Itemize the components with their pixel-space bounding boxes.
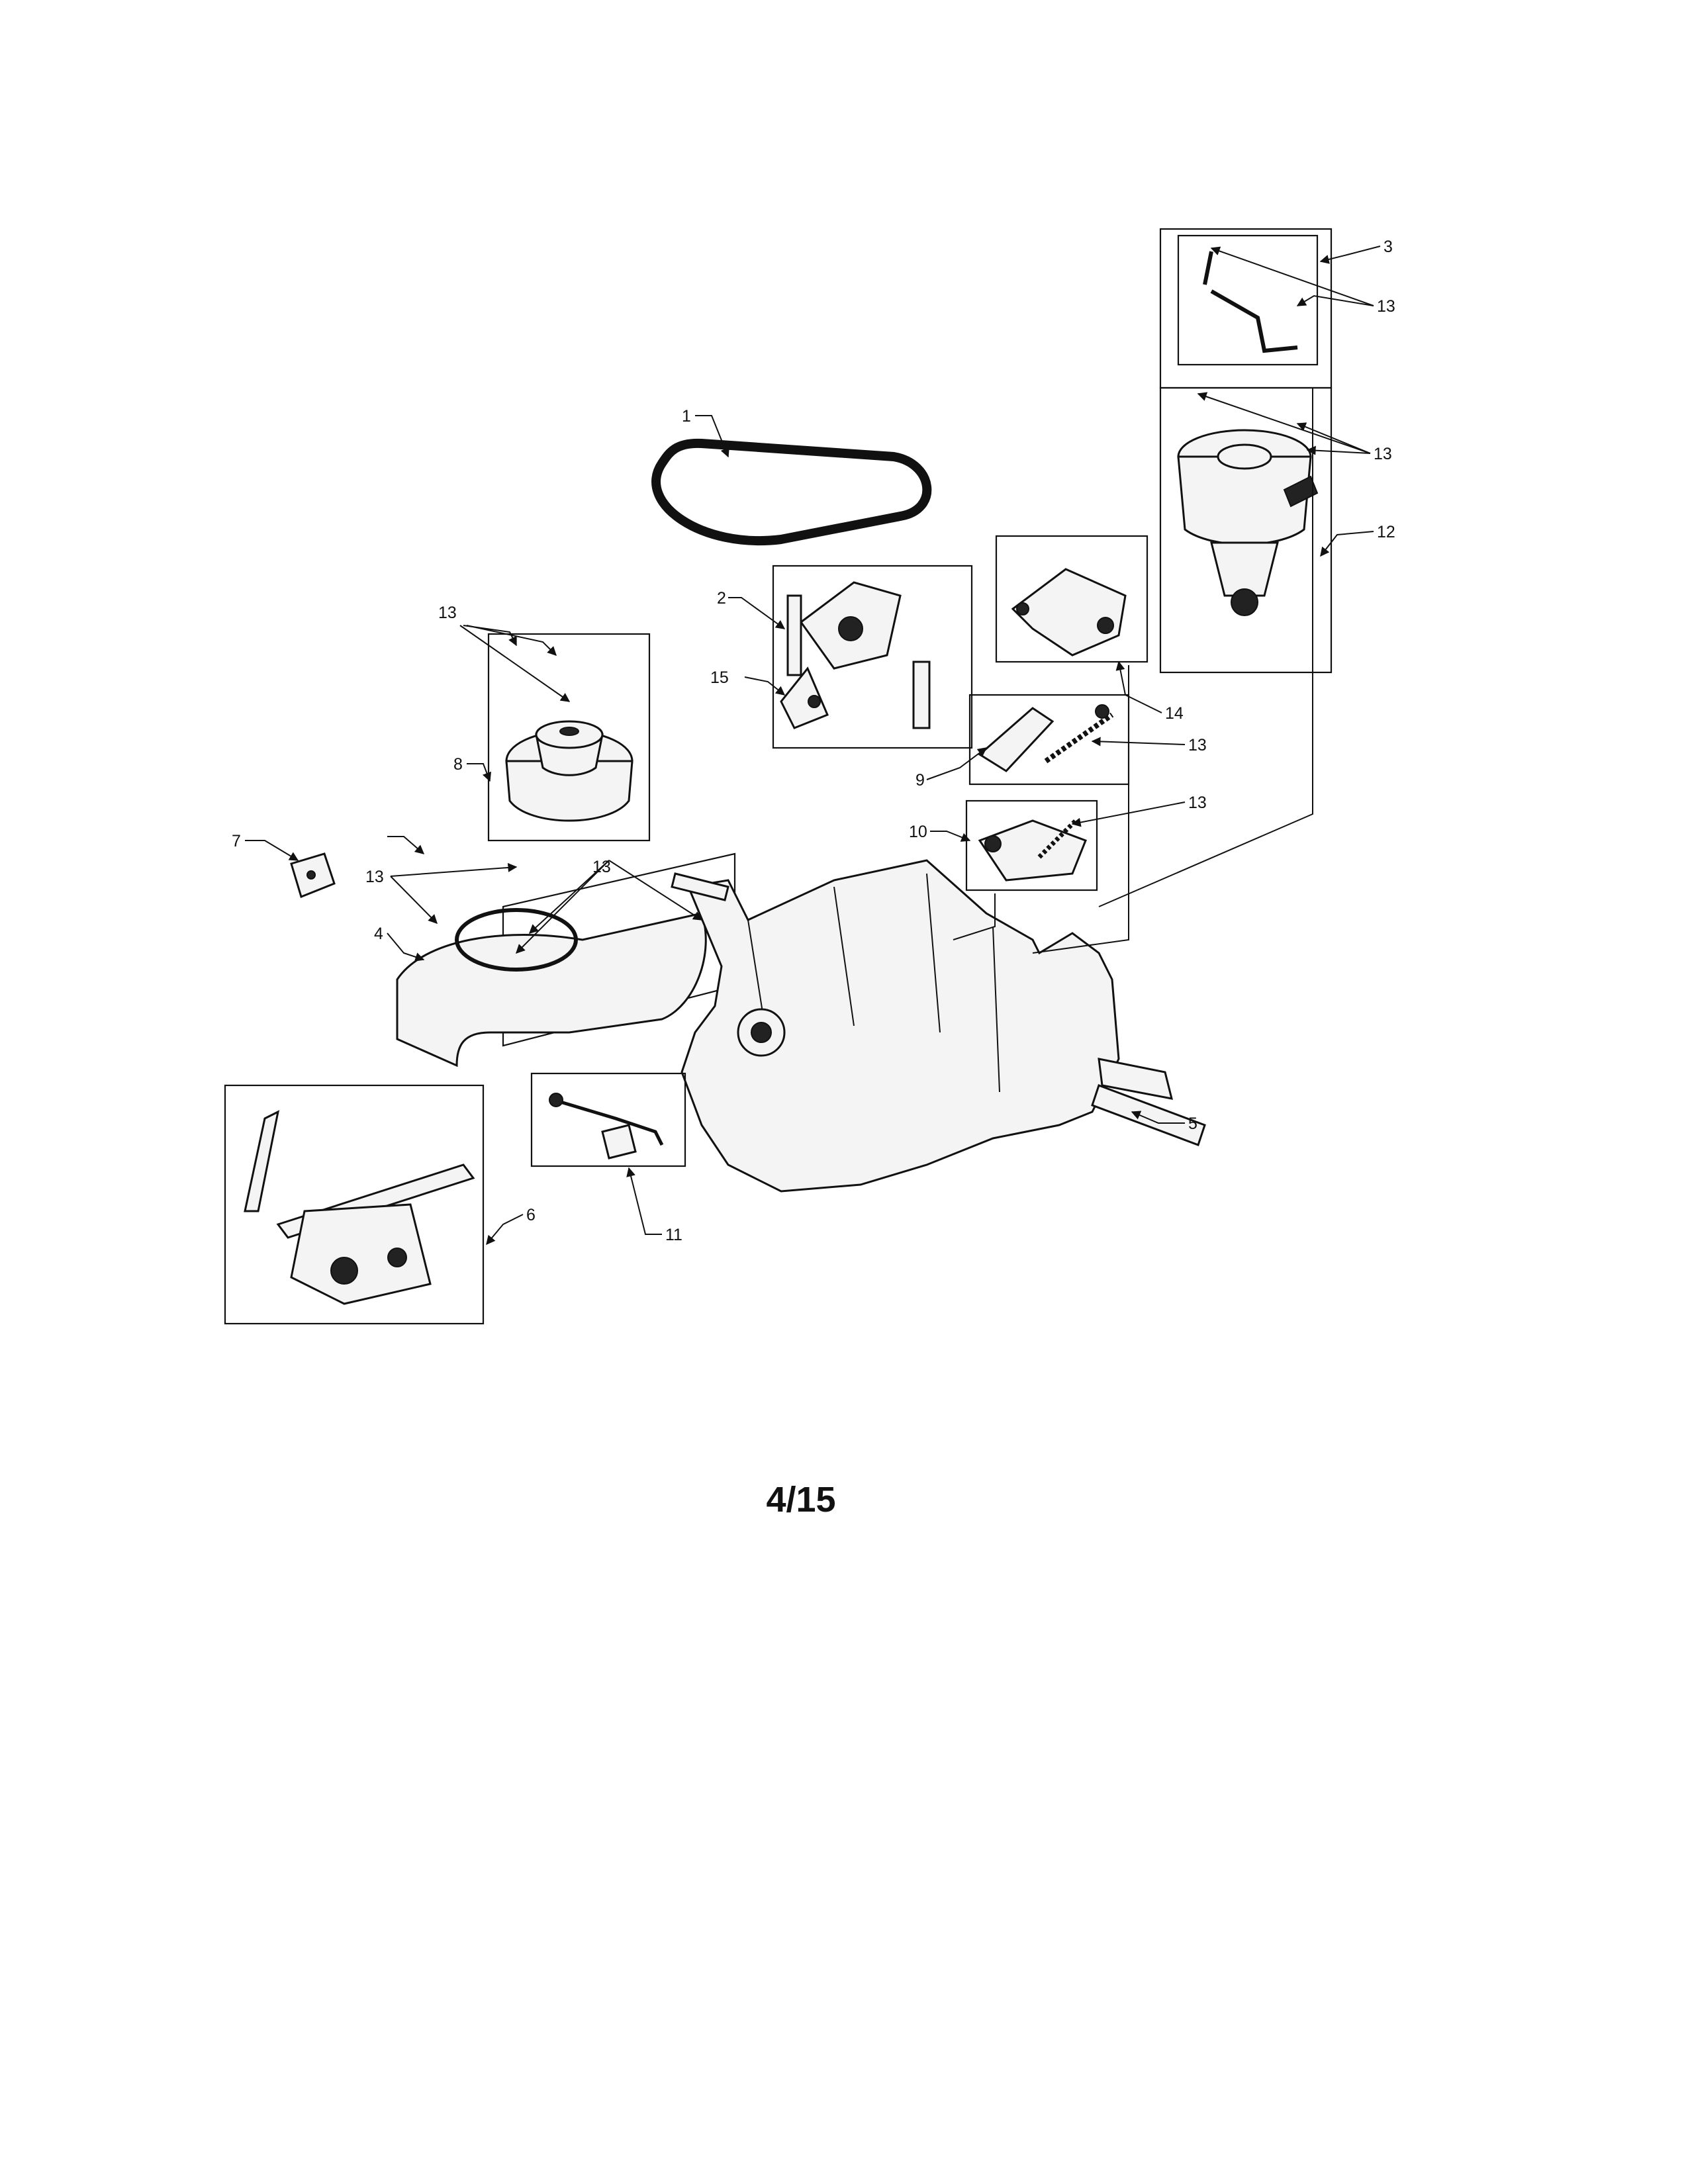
callout-4: 4 (374, 925, 383, 943)
leader-lines (245, 246, 1381, 1246)
callout-10: 10 (909, 823, 927, 841)
callout-13-c: 13 (1188, 736, 1207, 754)
spacer-block (290, 852, 336, 899)
clutch-bracket-group (772, 565, 973, 749)
callout-9: 9 (915, 771, 925, 790)
axle-shaft (1091, 1084, 1206, 1146)
callout-6: 6 (526, 1206, 536, 1224)
callout-13-d: 13 (1188, 794, 1207, 812)
idler-arm-group (968, 694, 1130, 786)
callout-15: 15 (710, 668, 729, 687)
control-lever-group (224, 1084, 485, 1325)
callout-3: 3 (1383, 238, 1393, 256)
callout-2: 2 (717, 589, 726, 608)
page-number: 4/15 (766, 1480, 836, 1520)
callout-13-g: 13 (592, 858, 611, 876)
callout-13-b: 13 (1374, 445, 1392, 463)
bracket-spring-group (965, 799, 1098, 891)
pulley-assembly-group (1159, 228, 1333, 674)
callout-13-f: 13 (365, 868, 384, 886)
callout-11: 11 (665, 1226, 682, 1244)
callout-5: 5 (1188, 1115, 1197, 1133)
callout-8: 8 (453, 755, 463, 774)
callout-14: 14 (1165, 704, 1184, 723)
bypass-rod-group (530, 1072, 686, 1167)
fan-pulley-group (487, 633, 651, 842)
drive-belt (651, 438, 932, 545)
callout-1: 1 (682, 407, 691, 426)
callout-13-a: 13 (1377, 297, 1395, 316)
transaxle-housing (671, 859, 1174, 1193)
callout-labels: 1 2 3 13 13 12 15 14 13 9 13 10 13 8 7 1… (232, 238, 1395, 1244)
callout-12: 12 (1377, 523, 1395, 541)
callout-13-e: 13 (438, 604, 457, 622)
callout-7: 7 (232, 832, 241, 850)
idler-bracket-group (995, 535, 1149, 663)
